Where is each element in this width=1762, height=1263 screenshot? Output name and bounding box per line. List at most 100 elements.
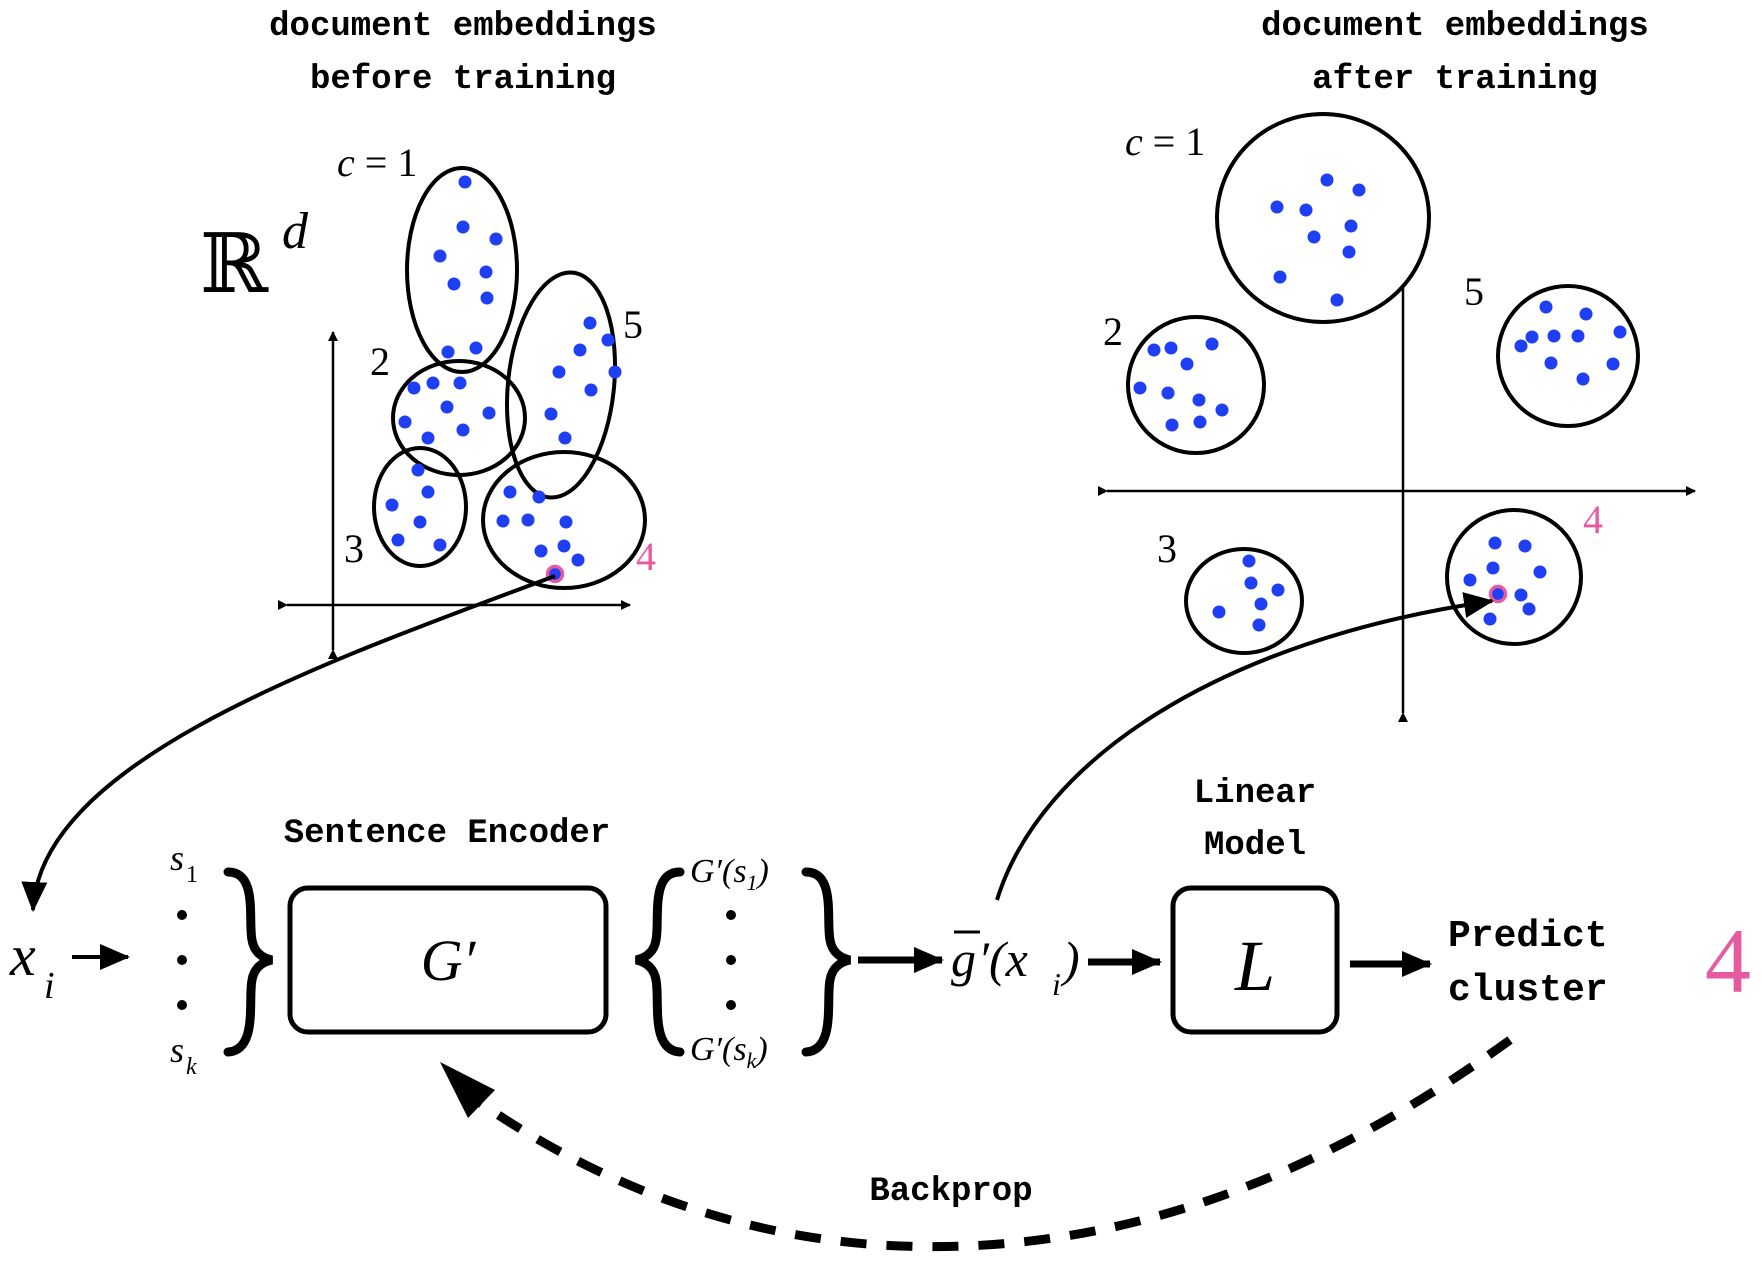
embedding-dot-after [1205,337,1219,351]
embedding-dot-after [1518,539,1532,553]
cluster-label-before-4: 4 [636,534,656,579]
input-subscript: i [44,965,55,1007]
c-variable-before: c [337,140,355,185]
linear-title-line2: Model [1204,827,1306,865]
sentence-ellipsis-dot [177,955,187,965]
embedding-dot-before [407,381,421,395]
title-after: document embeddings after training [1261,8,1649,99]
sentence-ellipsis-dot [177,910,187,920]
embedding-dot-before [433,249,447,263]
embedding-dot-after [1161,386,1175,400]
embedding-dot-after [1180,357,1194,371]
embedding-dot-before [458,175,472,189]
embedding-dot-after [1606,357,1620,371]
embedding-dot-before [456,423,470,437]
predicted-cluster-value: 4 [1705,910,1751,1012]
left-brace-outputs [634,867,685,1057]
c-equals-before: = [355,140,398,185]
embedding-dot-before [447,277,461,291]
embedding-dot-before [552,365,566,379]
cluster-label-after-4: 4 [1583,497,1603,542]
sentence-list: s 1 s k [170,838,198,1080]
input-variable: x [9,923,36,988]
embedding-dot-after [1252,618,1266,632]
embedding-dot-after [1488,536,1502,550]
sentence-k-base: s [170,1030,184,1070]
embedding-dot-after [1320,173,1334,187]
embedding-dot-after [1352,183,1366,197]
cluster-label-after-2: 2 [1103,309,1123,354]
cluster-before-4 [481,450,647,590]
c-equals-after: = [1143,119,1186,164]
clusters-before [372,166,647,590]
embedding-dot-before [534,544,548,558]
output-ellipsis-dot [726,910,736,920]
linear-symbol: L [1234,926,1275,1006]
svg-text:c = 1: c = 1 [1125,119,1205,164]
embedding-dot-after [1547,329,1561,343]
axes-before [278,331,631,659]
sentence-1-subscript: 1 [186,862,198,888]
embedding-dot-after [1514,339,1528,353]
title-before-line1: document embeddings [269,8,657,46]
embedding-dot-before [456,220,470,234]
embedding-dot-after [1539,300,1553,314]
embedding-dot-before [453,376,467,390]
embedding-dot-after [1299,203,1313,217]
right-brace-sentences [223,867,274,1057]
embedding-dot-after [1342,245,1356,259]
embedding-dot-after [1571,329,1585,343]
embedding-dot-after [1514,588,1528,602]
embedding-dot-before [469,341,483,355]
embedding-dot-after [1486,561,1500,575]
embedding-dot-after [1344,219,1358,233]
output-1: G′(s [690,853,747,890]
curve-pooled-to-embedding [995,592,1494,901]
embedding-dot-before [532,490,546,504]
input-x: x i [9,923,55,1007]
sentence-ellipsis-dot [177,1000,187,1010]
predict-line1: Predict [1448,915,1608,958]
pooled-g-rest: ′(x [978,931,1028,987]
embedding-dot-after [1244,576,1258,590]
connectors [21,574,1494,912]
title-before: document embeddings before training [269,8,657,99]
sentence-1-base: s [170,838,184,878]
output-k-close: ) [754,1031,767,1068]
backprop-label: Backprop [869,1173,1032,1211]
title-after-line1: document embeddings [1261,8,1649,46]
embedding-dot-before [441,345,455,359]
embedding-dot-after [1215,403,1229,417]
pooled-subscript: i [1052,966,1061,1002]
highlighted-document-dot [1488,584,1508,604]
predict-line2: cluster [1448,969,1608,1012]
pooled-close: ) [1060,931,1080,987]
embedding-dot-before [479,265,493,279]
real-space-exponent: d [282,203,309,260]
encoder-symbol: G′ [421,928,477,993]
embedding-dot-after [1576,372,1590,386]
encoder-box [287,885,609,1035]
embedding-dot-after [1463,573,1477,587]
embedding-dot-after [1579,307,1593,321]
cluster-before-5 [504,270,618,500]
cluster-labels-after: c = 1 2 3 4 5 [1103,119,1603,571]
embedding-dot-after [1613,325,1627,339]
embedding-dot-after [1330,293,1344,307]
cluster-after-1 [1215,112,1431,324]
cluster-label-after-1: 1 [1185,119,1205,164]
cluster-label-after-5: 5 [1464,269,1484,314]
embedding-dot-before [608,365,622,379]
embedding-dot-before [503,485,517,499]
dots-after [1133,173,1627,632]
cluster-before-1 [405,166,519,374]
output-k-subscript: k [747,1048,758,1073]
cluster-before-3 [372,446,468,568]
embedding-dot-after [1192,393,1206,407]
embedding-dot-after [1307,230,1321,244]
title-before-line2: before training [310,61,616,99]
embedding-dot-before [421,485,435,499]
embedding-dot-after [1164,341,1178,355]
